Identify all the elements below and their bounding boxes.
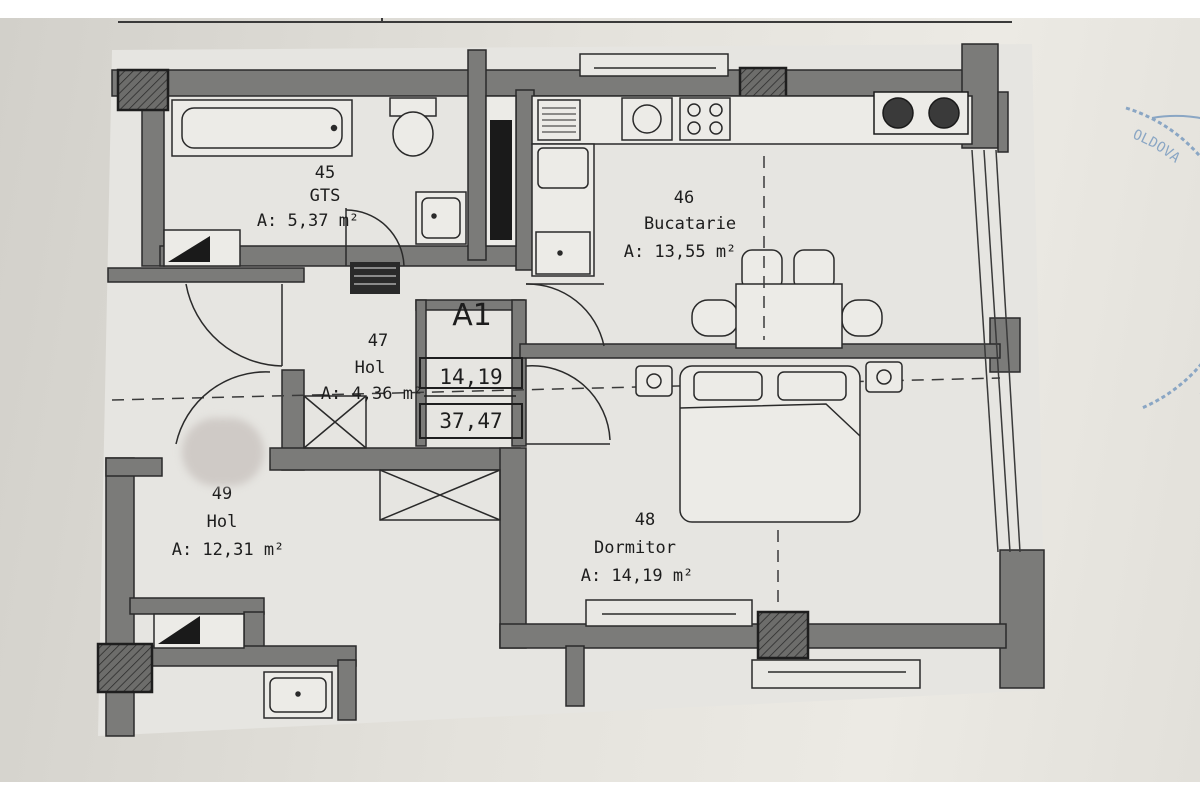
toilet-icon	[389, 97, 437, 157]
bathtub-icon	[171, 99, 353, 157]
ventilation-shaft	[485, 95, 517, 247]
stamp-seal: OLDOVA	[1125, 106, 1200, 410]
room-45-number: 45	[314, 163, 336, 183]
sink-icon	[263, 671, 333, 719]
radiator-icon	[350, 262, 400, 294]
room-48-area: A: 14,19 m²	[580, 566, 694, 586]
fridge-icon	[873, 91, 969, 135]
redacted-blur	[182, 418, 264, 486]
room-49-area: A: 12,31 m²	[171, 540, 285, 560]
door-swing-icon	[525, 283, 605, 347]
floor-plan	[96, 18, 1046, 737]
room-45-area: A: 5,37 m²	[256, 211, 360, 231]
room-45-name: GTS	[309, 186, 341, 206]
room-46-area: A: 13,55 m²	[623, 242, 737, 262]
walls	[105, 43, 1045, 737]
floor-plan-paper: 45 GTS A: 5,37 m² 46 Bucatarie A: 13,55 …	[0, 18, 1200, 782]
structural-columns	[96, 66, 810, 694]
room-46-name: Bucatarie	[643, 214, 737, 234]
window-icon	[579, 53, 921, 689]
room-47-area: A: 4,36 m²	[320, 384, 424, 404]
room-48-name: Dormitor	[594, 538, 676, 558]
stove-icon	[679, 97, 731, 141]
room-47-number: 47	[367, 331, 389, 351]
wardrobe-icon	[303, 395, 501, 521]
stamp-text: OLDOVA	[1130, 127, 1183, 167]
room-49-name: Hol	[206, 512, 238, 532]
dining-table-icon	[691, 249, 883, 349]
room-48-number: 48	[634, 510, 656, 530]
room-46-number: 46	[673, 188, 695, 208]
kitchen-counter	[531, 95, 973, 277]
room-47-name: Hol	[354, 358, 386, 378]
room-49-number: 49	[211, 484, 233, 504]
window-icon	[971, 149, 1021, 553]
apartment-info-box	[419, 357, 523, 439]
door-swing-icon	[175, 283, 611, 445]
sink-icon	[415, 191, 467, 245]
double-bed-icon	[679, 365, 861, 523]
apartment-area-total: 37,47	[439, 409, 503, 433]
apartment-code: A1	[452, 298, 492, 333]
door-swing-icon	[345, 208, 405, 267]
nightstand-icon	[635, 361, 903, 397]
apartment-area-living: 14,19	[439, 365, 503, 389]
kitchen-cabinet	[535, 231, 591, 275]
floor-area	[98, 44, 1046, 736]
